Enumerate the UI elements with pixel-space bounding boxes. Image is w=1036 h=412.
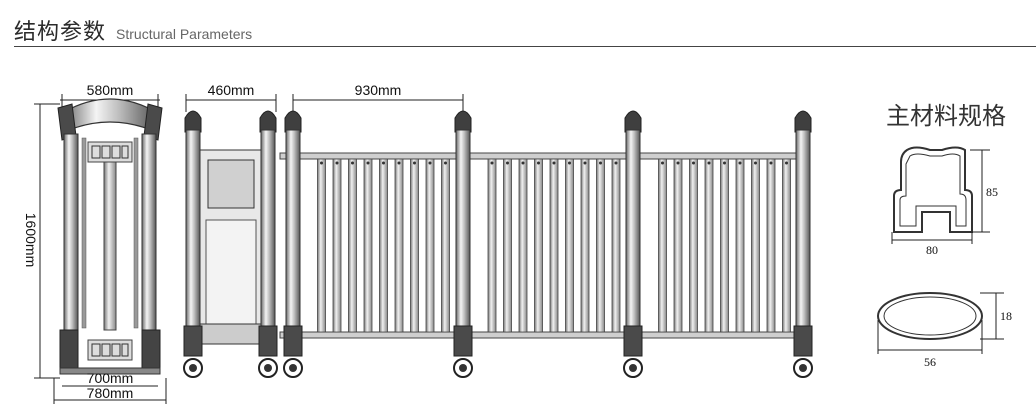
oval-tube <box>877 292 983 340</box>
dim-head-width: 460mm <box>208 82 255 98</box>
gate-slat <box>534 158 543 333</box>
dim-section-spacing: 930mm <box>355 82 402 98</box>
page-subtitle: Structural Parameters <box>116 26 253 42</box>
gate-posts <box>183 110 813 378</box>
gate-slat <box>487 158 497 333</box>
gate-slat <box>565 158 574 333</box>
page-header: 结构参数 Structural Parameters <box>14 14 252 46</box>
front-view: 580mm 1600mm 700mm <box>23 82 167 404</box>
slat-rivet <box>599 161 602 165</box>
page-title: 结构参数 <box>14 20 107 45</box>
slat-rivet <box>552 161 556 165</box>
gate-slat <box>518 158 528 333</box>
gate-slat <box>673 158 683 333</box>
dim-profile-width: 80 <box>926 243 938 257</box>
slat-rivet <box>320 161 323 165</box>
dim-oval-width: 56 <box>924 355 936 369</box>
slat-rivet <box>723 161 726 165</box>
slat-rivet <box>692 161 695 165</box>
gate-post <box>283 110 303 378</box>
slat-rivet <box>397 161 401 165</box>
slat-rivet <box>754 161 757 165</box>
gate-slat <box>766 158 776 333</box>
gate-post <box>183 110 203 378</box>
gate-slat <box>596 158 605 333</box>
gate-slat <box>658 158 667 333</box>
gate-slat <box>379 158 388 333</box>
dim-inner-base: 700mm <box>87 370 134 386</box>
slat-rivet <box>382 161 385 165</box>
gate-post <box>453 110 473 378</box>
gate-slat <box>580 158 590 333</box>
dim-oval-height: 18 <box>1000 309 1012 323</box>
gate-slat <box>425 158 435 333</box>
spec-title: 主材料规格 <box>886 102 1006 130</box>
gate-slat <box>317 158 326 333</box>
slat-rivet <box>676 161 680 165</box>
slat-rivet <box>707 161 711 165</box>
gate-slat <box>751 158 760 333</box>
slat-rivet <box>351 161 354 165</box>
gate-slat <box>410 158 419 333</box>
profile-shape <box>893 146 973 233</box>
slat-rivet <box>614 161 618 165</box>
slat-rivet <box>661 161 664 165</box>
gate-slat <box>549 158 559 333</box>
gate-slat <box>394 158 404 333</box>
dim-height: 1600mm <box>23 213 39 267</box>
slat-rivet <box>444 161 447 165</box>
gate-slat <box>611 158 621 333</box>
slat-rivet <box>769 161 773 165</box>
gate-slat <box>735 158 745 333</box>
gate-post <box>623 110 643 378</box>
dim-profile-height: 85 <box>986 185 998 199</box>
slat-rivet <box>521 161 525 165</box>
gate-post <box>793 110 813 378</box>
gate-slat <box>689 158 698 333</box>
side-view: 460mm 930mm <box>183 82 813 378</box>
slat-rivet <box>335 161 339 165</box>
gate-post <box>258 110 278 378</box>
gate-slats <box>317 158 791 333</box>
slat-rivet <box>537 161 540 165</box>
slat-rivet <box>583 161 587 165</box>
slat-rivet <box>785 161 788 165</box>
slat-rivet <box>490 161 494 165</box>
gate-slat <box>782 158 791 333</box>
slat-rivet <box>568 161 571 165</box>
slat-rivet <box>506 161 509 165</box>
slat-rivet <box>366 161 370 165</box>
gate-slat <box>704 158 714 333</box>
material-spec: 主材料规格 85 80 18 56 <box>877 102 1012 369</box>
gate-slat <box>441 158 450 333</box>
header-divider <box>14 46 1036 47</box>
gate-slat <box>720 158 729 333</box>
dim-top-width: 580mm <box>87 82 134 98</box>
slat-rivet <box>428 161 432 165</box>
gate-slat <box>348 158 357 333</box>
gate-slat <box>332 158 342 333</box>
slat-rivet <box>738 161 742 165</box>
slat-rivet <box>413 161 416 165</box>
gate-slat <box>363 158 373 333</box>
dim-outer-base: 780mm <box>87 385 134 401</box>
gate-slat <box>503 158 512 333</box>
